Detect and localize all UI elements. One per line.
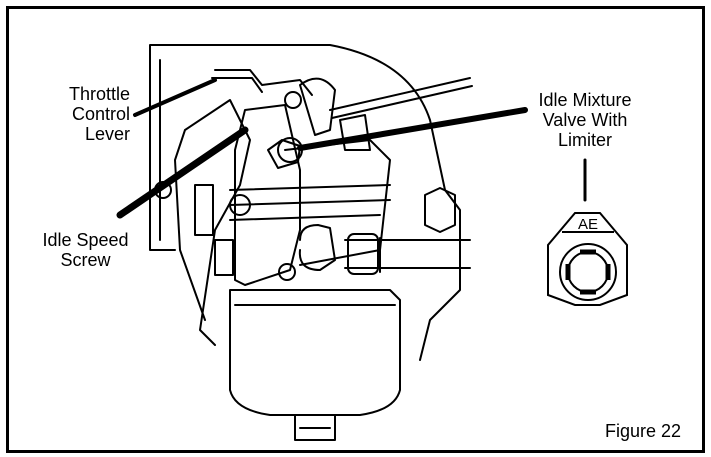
side-nut [424, 187, 456, 233]
label-line: Control [71, 104, 130, 124]
choke-bracket [339, 114, 371, 151]
figure-caption: Figure 22 [605, 421, 682, 441]
label-line: Idle Speed [42, 230, 129, 250]
label-line: Limiter [557, 130, 612, 150]
fuel-elbow [298, 224, 336, 271]
linkage-pivot [284, 91, 302, 109]
carburetor-body [234, 104, 301, 286]
label-line: Valve With [542, 110, 628, 130]
mixture-limiter [267, 139, 301, 169]
limiter-ring-outer [559, 243, 617, 301]
label-line: Screw [60, 250, 111, 270]
choke-arm [299, 77, 336, 136]
mounting-bracket [174, 99, 251, 346]
throttle-cable [329, 77, 473, 119]
idle-speed-screw-label: Idle Speed Screw [28, 230, 143, 270]
throttle-control-lever-label: Throttle Control Lever [35, 84, 130, 144]
label-line: Throttle [68, 84, 130, 104]
bracket-tab [194, 184, 214, 236]
speed-screw-leader [116, 126, 249, 219]
throttle-leader [133, 78, 217, 117]
limiter-marking: AE [577, 216, 598, 233]
idle-mixture-valve-label: Idle Mixture Valve With Limiter [510, 90, 660, 150]
bracket-foot [214, 239, 234, 276]
mixture-leader [297, 107, 528, 151]
limiter-ring-inner [567, 251, 609, 293]
float-bowl [229, 289, 401, 416]
bowl-drain-nut [294, 414, 336, 441]
fuel-hose [344, 239, 471, 269]
limiter-detail-body [547, 212, 628, 306]
label-line: Lever [84, 124, 130, 144]
shaft-end [229, 194, 251, 216]
speed-screw-head [278, 263, 296, 281]
throttle-lever [211, 69, 313, 96]
throttle-shaft [229, 184, 391, 221]
hose-clamp [347, 233, 379, 275]
label-line: Idle Mixture [538, 90, 632, 110]
figure-frame [6, 6, 705, 453]
